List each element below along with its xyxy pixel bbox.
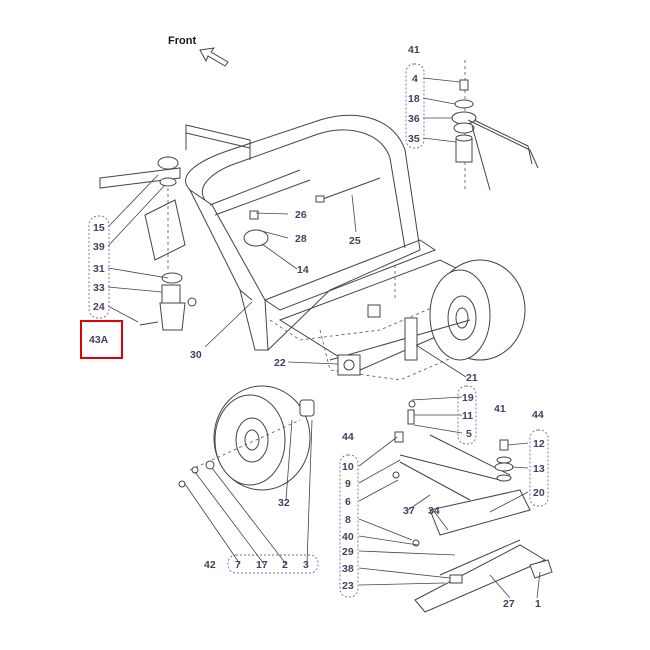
callout-24[interactable]: 24 (93, 301, 105, 313)
callout-41-mid[interactable]: 41 (494, 403, 506, 415)
callout-35[interactable]: 35 (408, 133, 420, 145)
callout-42[interactable]: 42 (204, 559, 216, 571)
leader-lines (107, 77, 541, 599)
front-label: Front (168, 35, 196, 47)
callout-34[interactable]: 34 (428, 505, 440, 517)
callout-7[interactable]: 7 (235, 559, 241, 571)
callout-labels: 15 39 31 33 24 43A 30 26 28 14 25 22 41 … (89, 44, 545, 610)
callout-29[interactable]: 29 (342, 546, 354, 558)
callout-28[interactable]: 28 (295, 233, 307, 245)
callout-14[interactable]: 14 (297, 264, 309, 276)
callout-40[interactable]: 40 (342, 531, 354, 543)
callout-3[interactable]: 3 (303, 559, 309, 571)
callout-43a[interactable]: 43A (89, 334, 109, 346)
callout-20[interactable]: 20 (533, 487, 545, 499)
callout-11[interactable]: 11 (462, 410, 473, 422)
front-indicator: Front (168, 35, 229, 67)
callout-39[interactable]: 39 (93, 241, 105, 253)
group-brackets (88, 63, 549, 598)
callout-23[interactable]: 23 (342, 580, 354, 592)
callout-19[interactable]: 19 (462, 392, 474, 404)
callout-30[interactable]: 30 (190, 349, 202, 361)
callout-38[interactable]: 38 (342, 563, 354, 575)
wheel-drawing (178, 385, 315, 491)
callout-6[interactable]: 6 (345, 496, 351, 508)
callout-44-left[interactable]: 44 (342, 431, 354, 443)
callout-27[interactable]: 27 (503, 598, 515, 610)
callout-1[interactable]: 1 (535, 598, 541, 610)
callout-31[interactable]: 31 (93, 263, 105, 275)
linkage-drawing (392, 400, 553, 613)
callout-5[interactable]: 5 (466, 428, 472, 440)
callout-37[interactable]: 37 (403, 505, 415, 517)
callout-9[interactable]: 9 (345, 478, 351, 490)
callout-33[interactable]: 33 (93, 282, 105, 294)
callout-21[interactable]: 21 (466, 372, 478, 384)
front-arrow-icon (199, 47, 229, 67)
callout-15[interactable]: 15 (93, 222, 105, 234)
callout-36[interactable]: 36 (408, 113, 420, 125)
callout-18[interactable]: 18 (408, 93, 420, 105)
callout-12[interactable]: 12 (533, 438, 545, 450)
highlight-box-43a (80, 320, 123, 359)
callout-10[interactable]: 10 (342, 461, 354, 473)
callout-44-right[interactable]: 44 (532, 409, 544, 421)
callout-32[interactable]: 32 (278, 497, 290, 509)
callout-26[interactable]: 26 (295, 209, 307, 221)
callout-22[interactable]: 22 (274, 357, 286, 369)
callout-8[interactable]: 8 (345, 514, 351, 526)
pivot-assembly-drawing (451, 60, 539, 191)
callout-41-top[interactable]: 41 (408, 44, 420, 56)
callout-4[interactable]: 4 (412, 73, 418, 85)
frame-drawing (99, 114, 526, 381)
callout-25[interactable]: 25 (349, 235, 361, 247)
callout-2[interactable]: 2 (282, 559, 288, 571)
callout-17[interactable]: 17 (256, 559, 268, 571)
callout-13[interactable]: 13 (533, 463, 545, 475)
